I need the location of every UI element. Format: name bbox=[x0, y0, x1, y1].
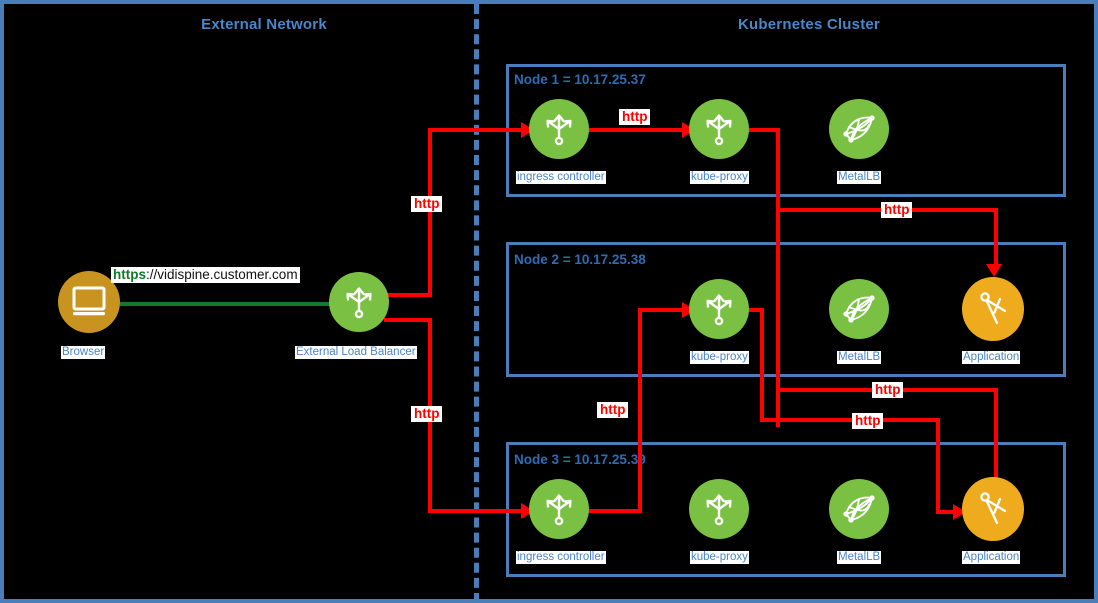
mesh-net-icon bbox=[843, 495, 875, 523]
caption-node3-kube-proxy: kube-proxy bbox=[690, 551, 749, 564]
node3-item-ingress-controller[interactable] bbox=[529, 479, 589, 539]
node-label-node-1: Node 1 = 10.17.25.37 bbox=[514, 72, 646, 87]
caption-node1-ingress-controller: ingress controller bbox=[516, 171, 606, 184]
node3-item-application[interactable] bbox=[962, 477, 1024, 541]
path-ingress3-to-kubeproxy2-horizontal bbox=[638, 308, 693, 312]
service-trident-icon bbox=[706, 114, 732, 146]
service-trident-icon bbox=[706, 294, 732, 326]
caption-node1-kube-proxy: kube-proxy bbox=[690, 171, 749, 184]
node1-item-ingress-controller[interactable] bbox=[529, 99, 589, 159]
path-ingress3-to-kubeproxy2-vertical bbox=[638, 308, 642, 513]
compass-icon bbox=[980, 292, 1007, 325]
path-kubeproxy2-to-app3-horizontal bbox=[760, 418, 940, 422]
node2-item-metallb[interactable] bbox=[829, 279, 889, 339]
node2-item-kube-proxy[interactable] bbox=[689, 279, 749, 339]
node2-item-application[interactable] bbox=[962, 277, 1024, 341]
monitor-icon bbox=[72, 286, 106, 316]
node3-item-metallb[interactable] bbox=[829, 479, 889, 539]
caption-node1-metallb: MetalLB bbox=[837, 171, 882, 184]
zone-title-external-network: External Network bbox=[201, 16, 327, 33]
service-trident-icon bbox=[346, 287, 372, 319]
path-lb-to-node3-horizontal bbox=[428, 509, 528, 513]
path-kubeproxy2-to-app3-entry bbox=[936, 510, 960, 514]
path-ingress3-exit bbox=[587, 509, 642, 513]
path-kubeproxy2-to-app3-vertical bbox=[936, 418, 940, 514]
node1-item-metallb[interactable] bbox=[829, 99, 889, 159]
path-lb-to-node1-horizontal bbox=[428, 128, 528, 132]
mesh-net-icon bbox=[843, 115, 875, 143]
path-kubeproxy1-to-app2-vertical bbox=[994, 208, 998, 268]
path-kubeproxy1-spine bbox=[776, 128, 780, 427]
label-https-protocol: https bbox=[113, 267, 146, 282]
mesh-net-icon bbox=[843, 295, 875, 323]
compass-icon bbox=[980, 492, 1007, 525]
service-trident-icon bbox=[706, 494, 732, 526]
path-lb-lower-stub bbox=[384, 318, 432, 322]
http-label-kubeproxy1-to-app3: http bbox=[872, 382, 904, 398]
http-label-kubeproxy1-to-app2: http bbox=[881, 202, 913, 218]
path-kubeproxy1-to-app3-vertical bbox=[994, 388, 998, 498]
caption-node2-application: Application bbox=[962, 351, 1021, 364]
path-kubeproxy1-exit bbox=[746, 128, 780, 132]
label-https-host: ://vidispine.customer.com bbox=[146, 267, 298, 282]
http-label-kubeproxy2-to-app3: http bbox=[852, 413, 884, 429]
path-ingress1-to-kubeproxy1 bbox=[587, 128, 693, 132]
caption-node3-ingress-controller: ingress controller bbox=[516, 551, 606, 564]
node3-item-kube-proxy[interactable] bbox=[689, 479, 749, 539]
zone-title-kubernetes-cluster: Kubernetes Cluster bbox=[738, 16, 880, 33]
path-kubeproxy2-exit bbox=[746, 308, 764, 312]
service-trident-icon bbox=[546, 114, 572, 146]
caption-node2-metallb: MetalLB bbox=[837, 351, 882, 364]
node-label-node-2: Node 2 = 10.17.25.38 bbox=[514, 252, 646, 267]
caption-node3-metallb: MetalLB bbox=[837, 551, 882, 564]
path-lb-to-node1-vertical bbox=[428, 128, 432, 297]
http-label-ingress3-to-kubeproxy2: http bbox=[597, 402, 629, 418]
http-label-lb-to-node3: http bbox=[411, 406, 443, 422]
external-node-load-balancer[interactable] bbox=[329, 272, 389, 332]
label-https-url: https://vidispine.customer.com bbox=[111, 267, 300, 283]
node1-item-kube-proxy[interactable] bbox=[689, 99, 749, 159]
http-label-lb-to-node1: http bbox=[411, 196, 443, 212]
network-boundary-divider bbox=[474, 4, 479, 599]
caption-external-load-balancer: External Load Balancer bbox=[295, 346, 417, 359]
external-node-browser[interactable] bbox=[58, 271, 120, 333]
node-box-node-2 bbox=[506, 242, 1066, 377]
caption-node2-kube-proxy: kube-proxy bbox=[690, 351, 749, 364]
http-label-ingress1-to-kubeproxy1: http bbox=[619, 109, 651, 125]
service-trident-icon bbox=[546, 494, 572, 526]
caption-browser: Browser bbox=[61, 346, 106, 359]
path-kubeproxy2-spine bbox=[760, 308, 764, 420]
path-browser-to-lb bbox=[120, 302, 338, 306]
arrowhead-into-application-node2 bbox=[986, 264, 1002, 277]
path-lb-upper-stub bbox=[384, 293, 432, 297]
caption-node3-application: Application bbox=[962, 551, 1021, 564]
node-label-node-3: Node 3 = 10.17.25.39 bbox=[514, 452, 646, 467]
